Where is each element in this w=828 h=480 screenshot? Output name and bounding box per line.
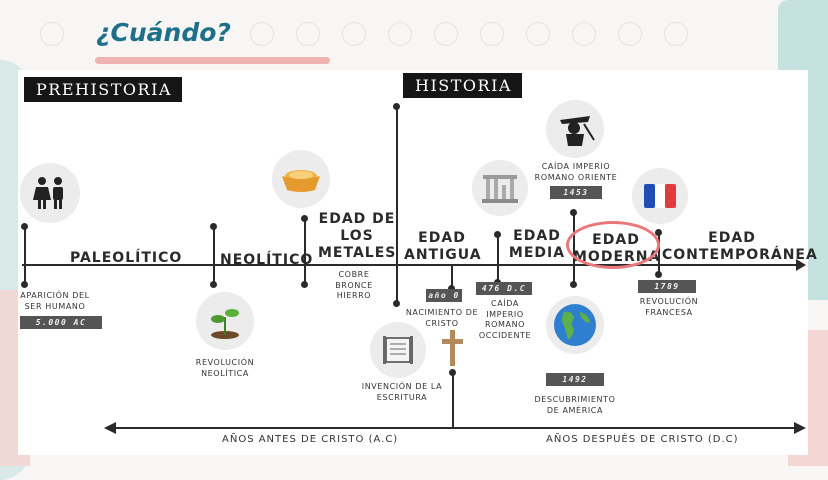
tick-dot	[21, 223, 28, 230]
tick-dot	[449, 369, 456, 376]
year-zero-axis-line	[452, 372, 454, 428]
tick-dot	[655, 271, 662, 278]
tick-dot	[570, 209, 577, 216]
ruins-icon	[472, 160, 528, 216]
tick-human	[24, 226, 26, 284]
tick-west-rome	[497, 234, 499, 282]
tick-year0	[451, 264, 453, 288]
date-west-rome: 476 D.C	[476, 282, 532, 295]
era-neolithic: NEOLÍTICO	[220, 252, 314, 268]
french-flag-icon	[632, 168, 688, 224]
timeline-arrow-icon	[796, 259, 806, 271]
history-divider	[396, 105, 398, 305]
axis-left-arrow-icon	[104, 422, 116, 434]
divider-bottom-dot	[393, 300, 400, 307]
tick-metals	[304, 218, 306, 284]
globe-icon	[546, 296, 604, 354]
date-east-rome: 1453	[550, 186, 602, 199]
cross-icon	[442, 330, 463, 366]
date-french: 1789	[638, 280, 696, 293]
page-title: ¿Cuándo?	[96, 18, 231, 47]
main-timeline	[22, 264, 800, 266]
history-tag: HISTORIA	[403, 73, 522, 98]
tick-dot	[210, 281, 217, 288]
axis-bc-label: AÑOS ANTES DE CRISTO (A.C)	[222, 434, 399, 445]
title-underline	[95, 57, 330, 64]
tick-dot	[301, 215, 308, 222]
tick-dot	[210, 223, 217, 230]
tick-neolithic	[213, 226, 215, 284]
date-human: 5.000 AC	[20, 316, 102, 329]
tick-dot	[448, 285, 455, 292]
era-paleolithic: PALEOLÍTICO	[70, 250, 183, 266]
prehistory-tag: PREHISTORIA	[24, 77, 182, 102]
divider-top-dot	[393, 103, 400, 110]
scroll-icon	[370, 322, 426, 378]
era-axis	[112, 427, 796, 429]
axis-ad-label: AÑOS DESPUÉS DE CRISTO (D.C)	[546, 434, 739, 445]
sprout-icon	[196, 292, 254, 350]
tick-dot	[301, 281, 308, 288]
tick-dot	[655, 229, 662, 236]
warrior-icon	[546, 100, 604, 158]
timeline-panel	[18, 70, 808, 455]
modern-highlight-circle	[566, 221, 660, 269]
date-year-zero: año 0	[426, 289, 462, 302]
tick-dot	[21, 281, 28, 288]
tick-dot	[570, 281, 577, 288]
bread-basket-icon	[272, 150, 330, 208]
people-icon	[20, 163, 80, 223]
tick-dot	[494, 231, 501, 238]
tick-french	[658, 232, 660, 276]
date-america: 1492	[546, 373, 604, 386]
axis-right-arrow-icon	[794, 422, 806, 434]
